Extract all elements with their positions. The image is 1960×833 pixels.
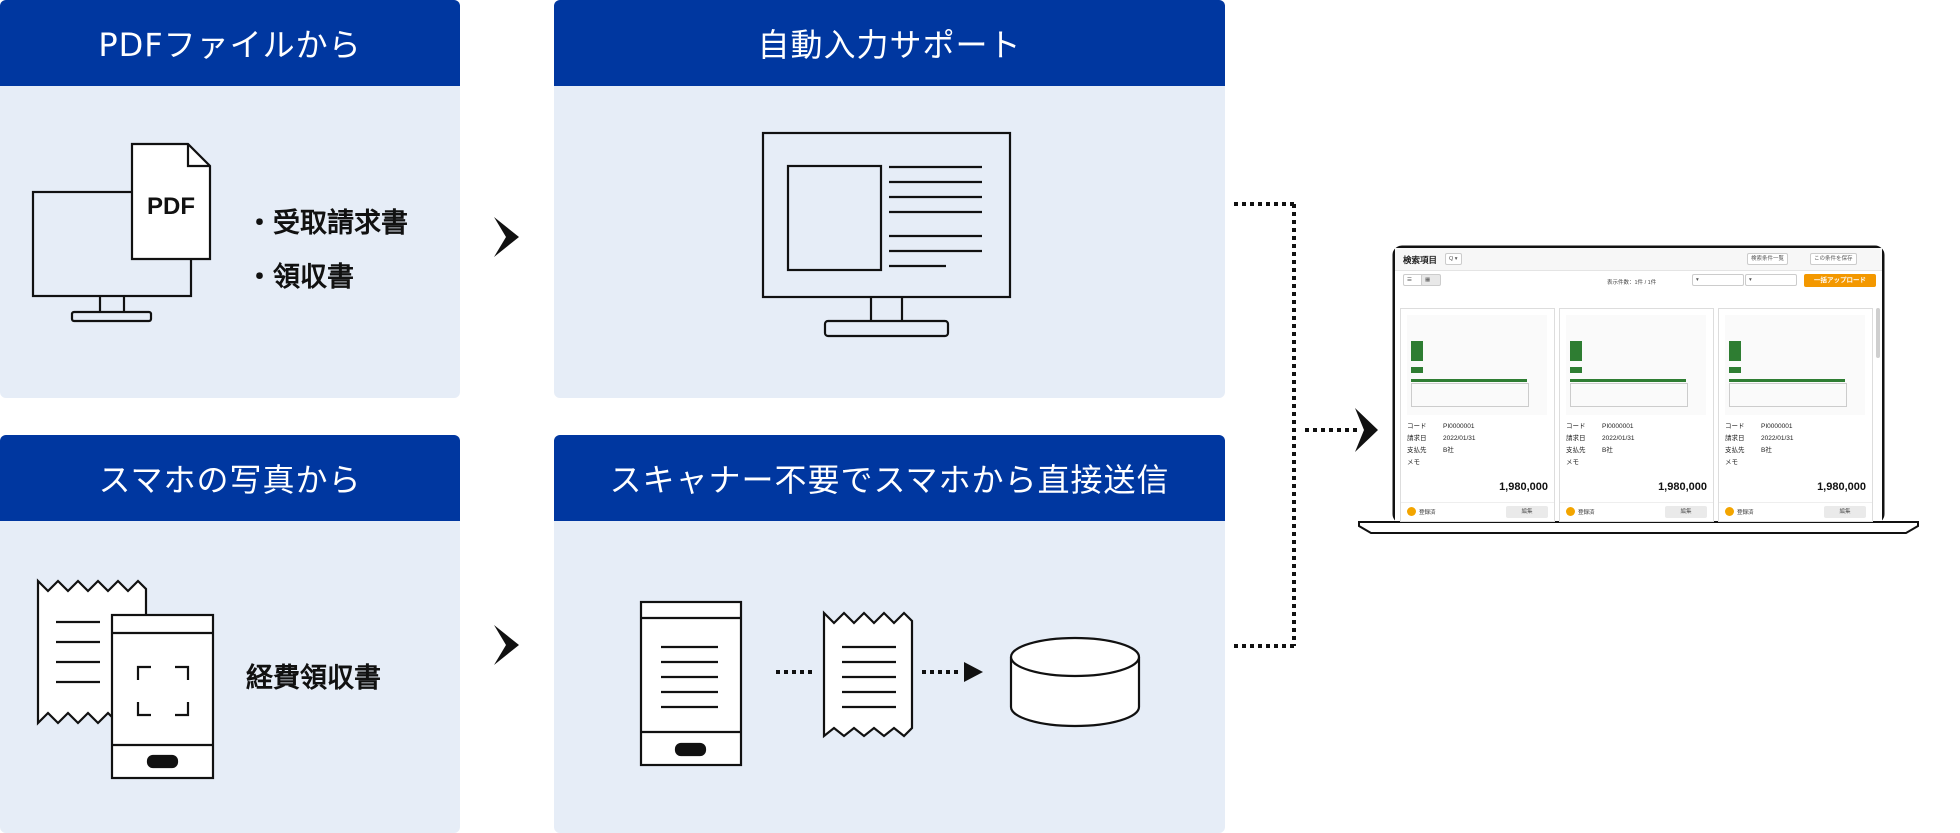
bulk-upload-button[interactable]: 一括アップロード: [1804, 274, 1876, 287]
date-value: 2022/01/31: [1761, 435, 1794, 442]
amount-value: 1,980,000: [1499, 481, 1548, 493]
list-view-icon[interactable]: ☰: [1403, 274, 1423, 286]
invoice-card[interactable]: コード PI0000001 請求日 2022/01/31 支払先 B社 メモ 1,98…: [1718, 308, 1873, 522]
grid-view-icon[interactable]: ▦: [1421, 274, 1441, 286]
sort-select[interactable]: ▾: [1692, 274, 1744, 286]
vendor-value: B社: [1602, 447, 1613, 454]
scan-panel-title: スキャナー不要でスマホから直接送信: [554, 435, 1225, 521]
pdf-item-receipt: ・領収書: [246, 262, 354, 293]
check-icon: [1407, 507, 1416, 516]
search-chip[interactable]: Q ▾: [1445, 253, 1462, 265]
check-icon: [1566, 507, 1575, 516]
card-footer: 登録済 編集: [1401, 502, 1554, 521]
memo-label: メモ: [1407, 459, 1420, 466]
memo-label: メモ: [1725, 459, 1738, 466]
vendor-label: 支払先: [1407, 447, 1427, 454]
invoice-thumbnail: [1566, 315, 1706, 415]
result-count: 表示件数：1件 / 1件: [1607, 280, 1657, 286]
invoice-thumbnail: [1407, 315, 1547, 415]
amount-value: 1,980,000: [1658, 481, 1707, 493]
code-label: コード: [1725, 423, 1745, 430]
auto-input-panel-title: 自動入力サポート: [554, 0, 1225, 86]
date-label: 請求日: [1566, 435, 1586, 442]
save-search-button[interactable]: この条件を保存: [1810, 253, 1857, 265]
photo-item-expense-receipt: 経費領収書: [246, 663, 381, 694]
edit-button[interactable]: 編集: [1665, 506, 1707, 518]
vendor-value: B社: [1443, 447, 1454, 454]
status-label: 登録済: [1578, 510, 1595, 516]
order-select[interactable]: ▾: [1745, 274, 1797, 286]
memo-label: メモ: [1566, 459, 1579, 466]
invoice-card[interactable]: コード PI0000001 請求日 2022/01/31 支払先 B社 メモ 1,98…: [1559, 308, 1714, 522]
pdf-file-label: PDF: [147, 193, 195, 220]
vendor-label: 支払先: [1725, 447, 1745, 454]
date-label: 請求日: [1407, 435, 1427, 442]
pdf-panel: PDFファイルから: [0, 0, 460, 398]
edit-button[interactable]: 編集: [1824, 506, 1866, 518]
code-value: PI0000001: [1443, 423, 1475, 430]
date-label: 請求日: [1725, 435, 1745, 442]
edit-button[interactable]: 編集: [1506, 506, 1548, 518]
scrollbar[interactable]: [1876, 308, 1880, 358]
invoice-thumbnail: [1725, 315, 1865, 415]
card-footer: 登録済 編集: [1719, 502, 1872, 521]
date-value: 2022/01/31: [1602, 435, 1635, 442]
search-list-button[interactable]: 検索条件一覧: [1747, 253, 1789, 265]
code-value: PI0000001: [1761, 423, 1793, 430]
card-footer: 登録済 編集: [1560, 502, 1713, 521]
code-label: コード: [1407, 423, 1427, 430]
invoice-details: コード PI0000001 請求日 2022/01/31 支払先 B社 メモ: [1407, 421, 1476, 469]
photo-panel-title: スマホの写真から: [0, 435, 460, 521]
code-label: コード: [1566, 423, 1586, 430]
status-label: 登録済: [1737, 510, 1754, 516]
photo-panel: スマホの写真から: [0, 435, 460, 833]
code-value: PI0000001: [1602, 423, 1634, 430]
amount-value: 1,980,000: [1817, 481, 1866, 493]
invoice-details: コード PI0000001 請求日 2022/01/31 支払先 B社 メモ: [1566, 421, 1635, 469]
app-subbar: ☰ ▦ 表示件数：1件 / 1件 ▾ ▾ 一括アップロード: [1395, 272, 1882, 288]
vendor-value: B社: [1761, 447, 1772, 454]
app-toolbar: 検索項目 Q ▾ 検索条件一覧 この条件を保存: [1395, 248, 1882, 271]
pdf-panel-title: PDFファイルから: [0, 0, 460, 86]
status-label: 登録済: [1419, 510, 1436, 516]
pdf-item-invoice: ・受取請求書: [246, 208, 408, 239]
check-icon: [1725, 507, 1734, 516]
date-value: 2022/01/31: [1443, 435, 1476, 442]
vendor-label: 支払先: [1566, 447, 1586, 454]
auto-input-panel: 自動入力サポート: [554, 0, 1225, 398]
invoice-details: コード PI0000001 請求日 2022/01/31 支払先 B社 メモ: [1725, 421, 1794, 469]
invoice-card[interactable]: コード PI0000001 請求日 2022/01/31 支払先 B社 メモ 1,98…: [1400, 308, 1555, 522]
search-items-title: 検索項目: [1403, 255, 1438, 265]
app-screen: 検索項目 Q ▾ 検索条件一覧 この条件を保存 ☰ ▦ 表示件数：1件 / 1件…: [1395, 248, 1882, 522]
